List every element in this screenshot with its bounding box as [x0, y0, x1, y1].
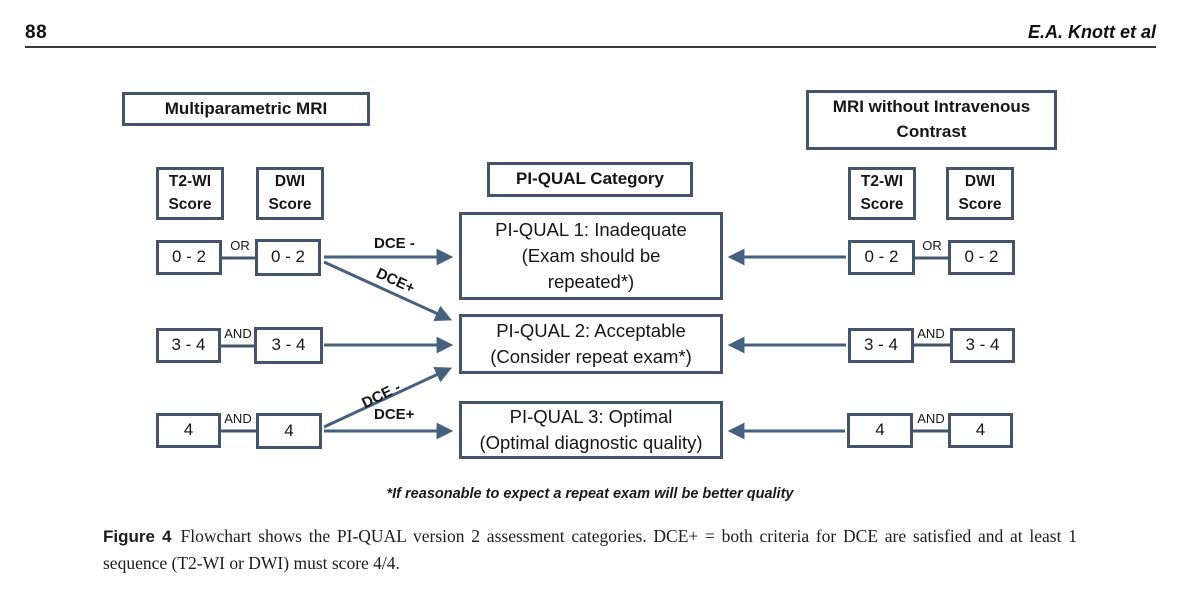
left-group-title-box: Multiparametric MRI: [122, 92, 370, 126]
right-row1-operator: OR: [922, 238, 942, 253]
right-row3-operator: AND: [917, 411, 945, 426]
flow-arrows: [323, 248, 846, 440]
piqual3-line1: PI-QUAL 3: Optimal: [509, 405, 673, 427]
piqual1-box: PI-QUAL 1: Inadequate (Exam should be re…: [459, 212, 723, 300]
score-value: 4: [975, 420, 986, 440]
left-row3-t2wi-value: 4: [156, 413, 221, 448]
left-row2-dwi-value: 3 - 4: [254, 327, 323, 364]
left-t2wi-score-header: T2-WI Score: [156, 167, 224, 220]
pair-connectors: [220, 256, 952, 433]
left-row2-t2wi-value: 3 - 4: [156, 328, 221, 363]
piqual-category-title: PI-QUAL Category: [516, 169, 664, 189]
left-row3-dwi-value: 4: [256, 413, 322, 449]
left-row1-t2wi-value: 0 - 2: [156, 240, 222, 275]
right-dwi-score-header: DWI Score: [946, 167, 1014, 220]
page-number: 88: [25, 22, 48, 43]
left-row2-operator: AND: [224, 326, 252, 341]
right-row3-t2wi-value: 4: [847, 413, 913, 448]
right-row3-dwi-value: 4: [948, 413, 1013, 448]
piqual3-line2: (Optimal diagnostic quality): [479, 432, 703, 453]
figure-caption-label: Figure 4: [103, 527, 172, 546]
piqual-category-title-box: PI-QUAL Category: [487, 162, 693, 197]
right-row2-t2wi-value: 3 - 4: [848, 328, 914, 363]
piqual2-line1: PI-QUAL 2: Acceptable: [496, 319, 686, 341]
dce-plus-label-bottom: DCE+: [374, 406, 415, 423]
piqual3-box: PI-QUAL 3: Optimal (Optimal diagnostic q…: [459, 401, 723, 459]
header-rule: [25, 46, 1156, 48]
piqual1-line3: repeated*): [547, 271, 635, 293]
left-dwi-score-header: DWI Score: [256, 167, 324, 220]
left-row1-operator: OR: [230, 238, 250, 253]
piqual1-line1: PI-QUAL 1: Inadequate: [495, 218, 687, 240]
left-dwi-score-label: DWI Score: [268, 173, 312, 213]
score-value: 3 - 4: [171, 335, 206, 355]
right-row2-dwi-value: 3 - 4: [950, 328, 1015, 363]
score-value: 0 - 2: [270, 247, 306, 267]
right-row1-dwi-value: 0 - 2: [948, 240, 1015, 275]
right-row1-t2wi-value: 0 - 2: [848, 240, 915, 275]
running-head: E.A. Knott et al: [1027, 22, 1156, 42]
right-dwi-score-label: DWI Score: [958, 173, 1002, 213]
arrow-dce-plus-to-piqual2: [323, 260, 453, 322]
score-value: 3 - 4: [271, 335, 306, 355]
score-value: 4: [284, 420, 294, 440]
left-group-title: Multiparametric MRI: [164, 98, 328, 118]
piqual1-line2: (Exam should be: [521, 244, 661, 266]
right-row2-operator: AND: [917, 326, 945, 341]
score-value: 4: [875, 420, 885, 440]
right-t2wi-score-header: T2-WI Score: [848, 167, 916, 220]
piqual2-box: PI-QUAL 2: Acceptable (Consider repeat e…: [459, 314, 723, 374]
arrow-dce-minus-to-piqual2: [323, 367, 453, 429]
piqual2-line2: (Consider repeat exam*): [490, 346, 692, 367]
score-value: 3 - 4: [965, 335, 1000, 355]
score-value: 0 - 2: [964, 247, 999, 267]
right-group-title-box: MRI without Intravenous Contrast: [806, 90, 1057, 150]
left-row3-operator: AND: [224, 411, 252, 426]
score-value: 3 - 4: [863, 335, 899, 355]
dce-minus-label-top: DCE -: [374, 235, 415, 252]
right-t2wi-score-label: T2-WI Score: [860, 173, 904, 213]
figure-caption-text: Flowchart shows the PI-QUAL version 2 as…: [103, 526, 1077, 573]
score-value: 0 - 2: [864, 247, 899, 267]
left-row1-dwi-value: 0 - 2: [255, 239, 321, 276]
left-t2wi-score-label: T2-WI Score: [168, 173, 212, 213]
figure-footnote: *If reasonable to expect a repeat exam w…: [386, 486, 794, 502]
score-value: 4: [183, 420, 194, 440]
score-value: 0 - 2: [171, 247, 207, 267]
right-group-title: MRI without Intravenous Contrast: [832, 97, 1031, 141]
